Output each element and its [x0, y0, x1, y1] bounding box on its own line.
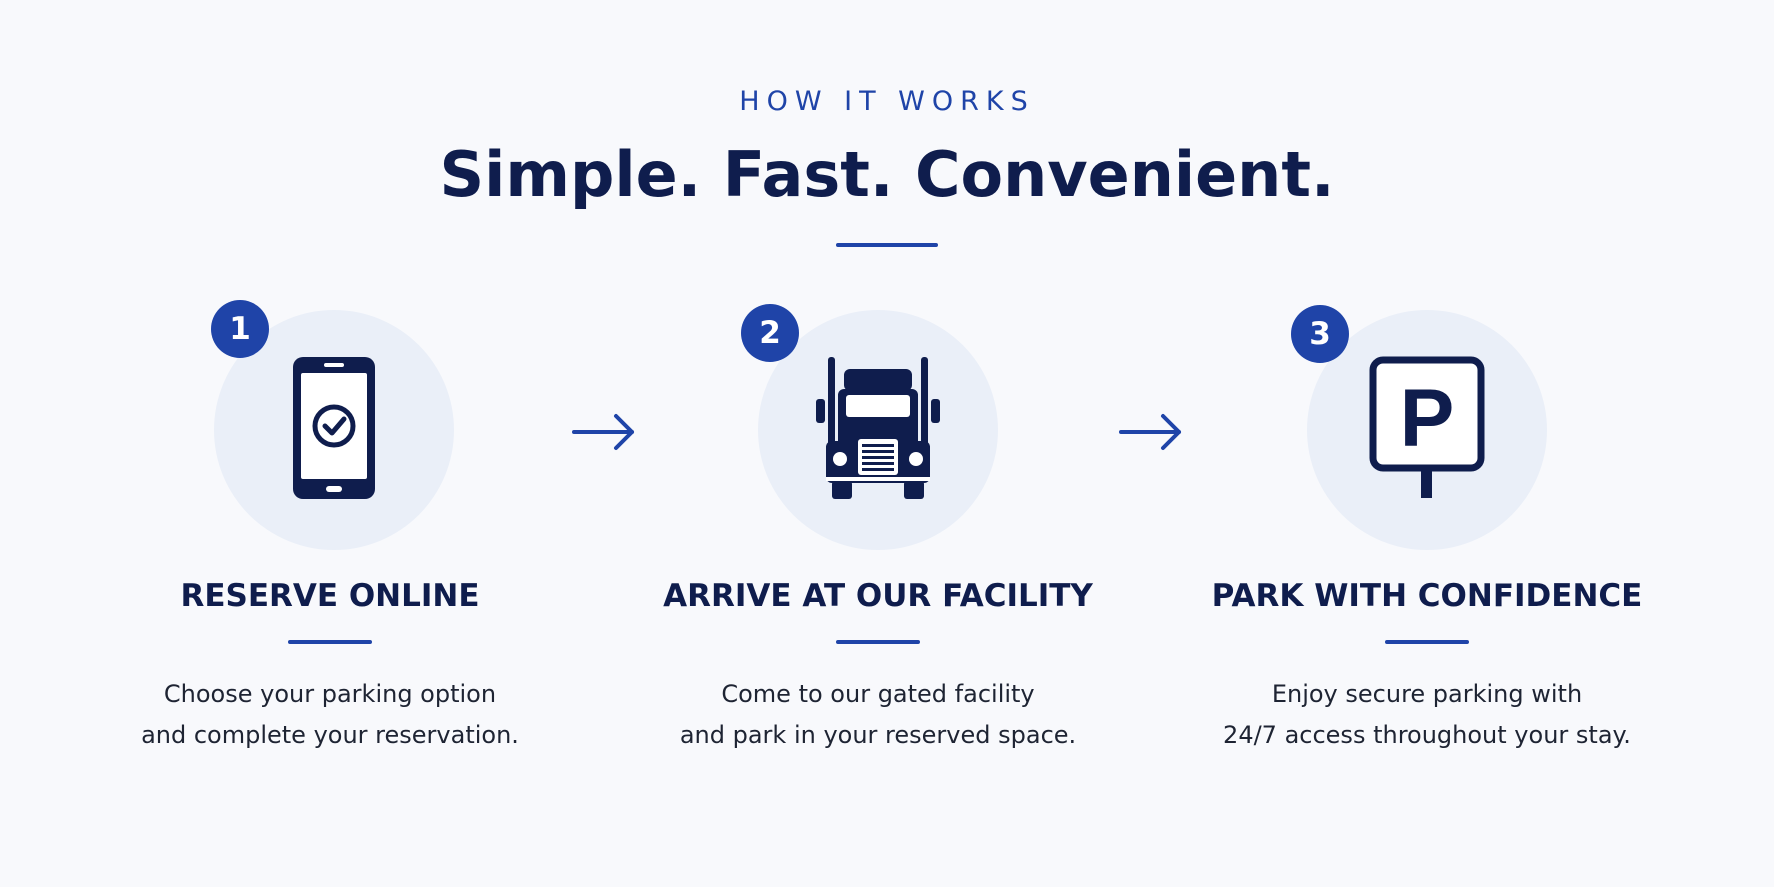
step-icon-circle: P [1307, 310, 1547, 550]
arrow-right-icon [572, 412, 638, 456]
step-title: ARRIVE AT OUR FACILITY [663, 578, 1093, 614]
svg-text:P: P [1400, 373, 1455, 464]
step-description-line: and park in your reserved space. [679, 721, 1077, 749]
step-park-with-confidence: P 3 PARK WITH CONFIDENCE Enjoy secure pa… [1187, 0, 1667, 887]
step-reserve-online: 1 RESERVE ONLINE Choose your parking opt… [90, 0, 570, 887]
step-divider [836, 640, 920, 644]
step-number-badge: 2 [741, 304, 799, 362]
step-title: RESERVE ONLINE [180, 578, 480, 614]
arrow-right-icon [1119, 412, 1185, 456]
step-description: Enjoy secure parking with 24/7 access th… [1187, 674, 1667, 756]
step-title: PARK WITH CONFIDENCE [1211, 578, 1643, 614]
step-number-badge: 3 [1291, 305, 1349, 363]
step-divider [288, 640, 372, 644]
section-eyebrow: HOW IT WORKS [739, 86, 1035, 117]
step-description: Come to our gated facility and park in y… [638, 674, 1118, 756]
step-divider [1385, 640, 1469, 644]
step-number-badge: 1 [211, 300, 269, 358]
parking-sign-icon: P [1369, 356, 1485, 504]
headline-divider [836, 243, 938, 247]
step-description-line: and complete your reservation. [141, 721, 519, 749]
semi-truck-icon [816, 355, 940, 505]
smartphone-check-icon [291, 355, 377, 505]
section-headline: Simple. Fast. Convenient. [439, 138, 1335, 211]
step-description-line: 24/7 access throughout your stay. [1223, 721, 1631, 749]
step-icon-circle [758, 310, 998, 550]
step-description-line: Choose your parking option [163, 680, 497, 708]
step-description: Choose your parking option and complete … [90, 674, 570, 756]
step-description-line: Enjoy secure parking with [1271, 680, 1583, 708]
step-description-line: Come to our gated facility [721, 680, 1035, 708]
step-arrive-at-facility: 2 ARRIVE AT OUR FACILITY Come to our gat… [638, 0, 1118, 887]
